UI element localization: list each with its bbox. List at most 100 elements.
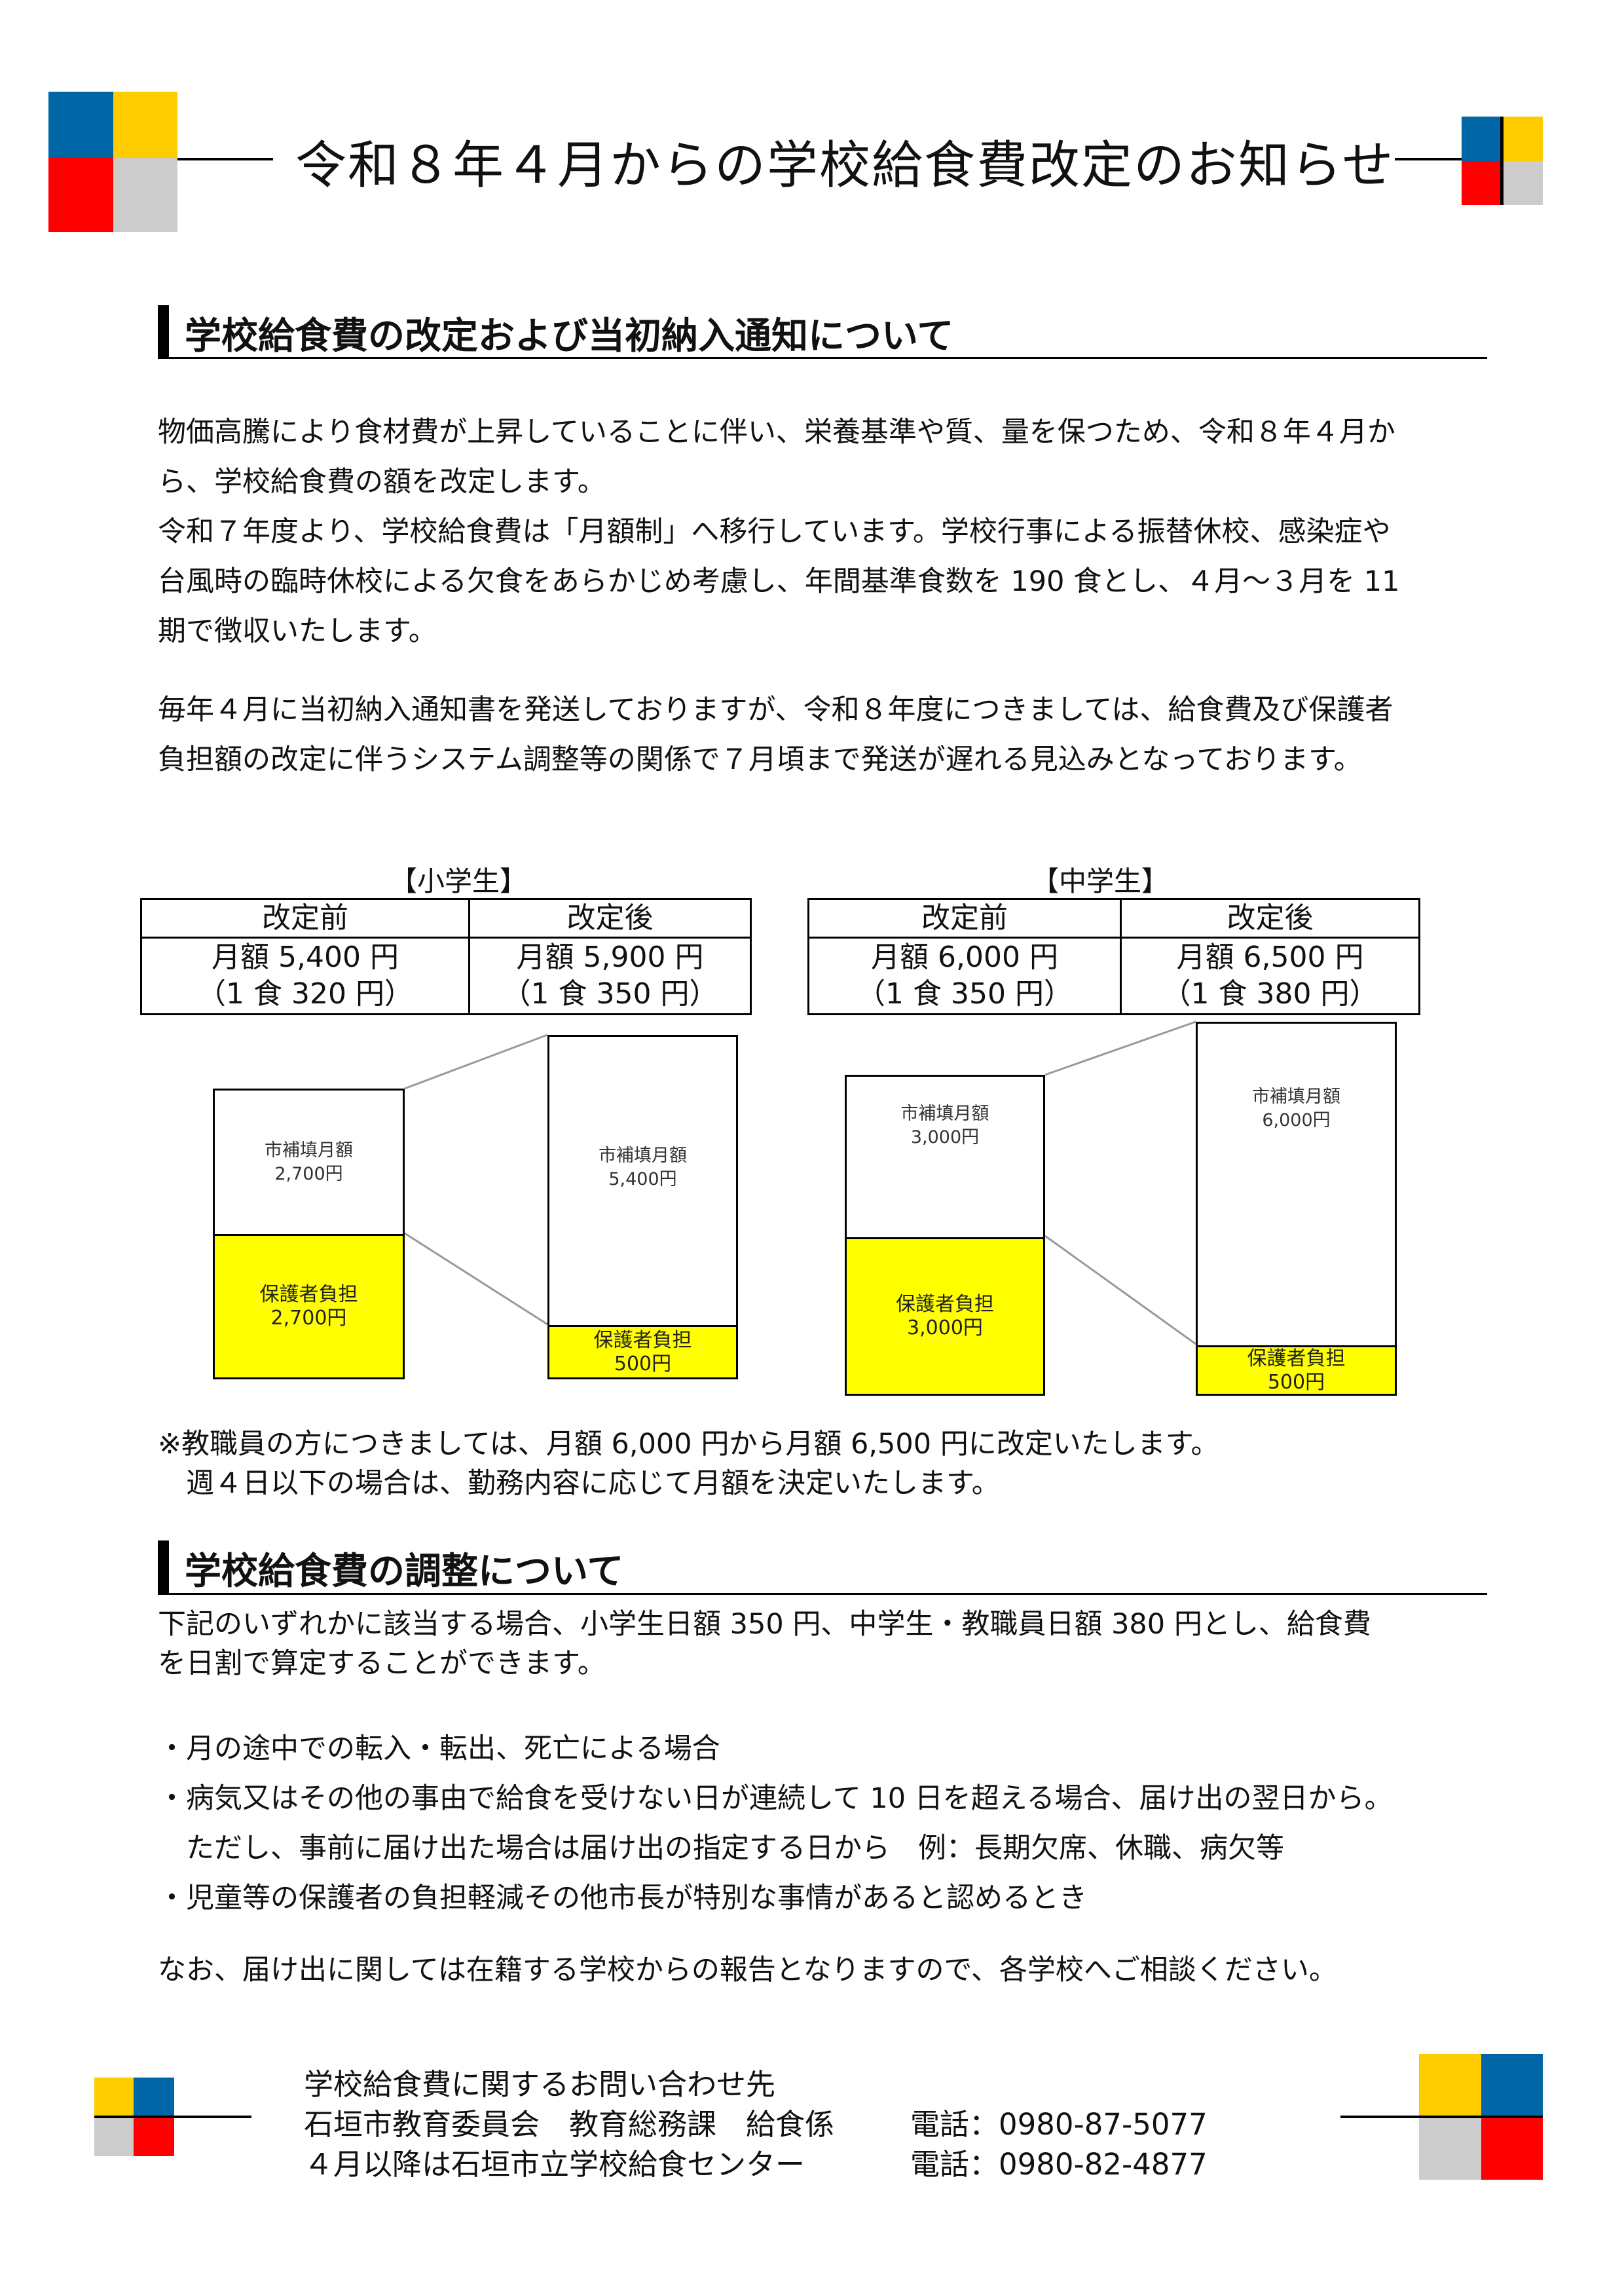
segment-value: 5,400円 [608, 1169, 677, 1189]
paragraph-line: ら、学校給食費の額を改定します。 [158, 466, 606, 498]
section-underline [158, 1593, 1487, 1595]
segment-label: 保護者負担 [593, 1328, 692, 1352]
segment-value: 6,000円 [1262, 1110, 1331, 1130]
office-name: ４月以降は石垣市立学校給食センター [304, 2147, 805, 2182]
segment-label: 保護者負担 [259, 1283, 358, 1306]
middle-fee-table: 改定前改定後 月額 6,000 円（1 食 350 円） 月額 6,500 円（… [807, 898, 1420, 1015]
segment-label: 保護者負担 [896, 1293, 994, 1316]
divider [1500, 117, 1504, 205]
segment-label: 保護者負担 [1247, 1347, 1346, 1370]
adjustment-conditions-list: ・月の途中での転入・転出、死亡による場合 ・病気又はその他の事由で給食を受けない… [158, 1724, 1494, 1923]
list-item: ・児童等の保護者の負担軽減その他市長が特別な事情があると認めるとき [158, 1882, 1087, 1914]
segment-label: 市補填月額 [265, 1140, 353, 1161]
blue-square [1462, 117, 1502, 161]
section-marker [158, 305, 169, 358]
monthly-fee: 月額 6,500 円 [1176, 941, 1364, 974]
section-marker [158, 1540, 169, 1593]
before-fee-cell: 月額 6,000 円（1 食 350 円） [807, 937, 1122, 1015]
paragraph-line: 令和７年度より、学校給食費は「月額制」へ移行しています。学校行事による振替休校、… [158, 515, 1391, 548]
bar-connectors [404, 1020, 1196, 1345]
header-before: 改定前 [807, 898, 1122, 939]
red-square [1462, 161, 1502, 205]
paragraph-line: 期で徴収いたします。 [158, 615, 437, 648]
segment-value: 3,000円 [907, 1316, 983, 1339]
paragraph-line: を日割で算定することができます。 [158, 1647, 606, 1680]
list-item: ・病気又はその他の事由で給食を受けない日が連続して 10 日を超える場合、届け出… [158, 1782, 1393, 1815]
yellow-square [1502, 117, 1543, 161]
segment-value: 2,700円 [270, 1307, 347, 1330]
elementary-fee-table: 改定前改定後 月額 5,400 円（1 食 320 円） 月額 5,900 円（… [140, 898, 752, 1015]
per-meal-fee: （1 食 350 円） [857, 977, 1073, 1011]
gray-square [94, 2117, 134, 2156]
segment-label: 市補填月額 [599, 1146, 687, 1166]
paragraph-line: 下記のいずれかに該当する場合、小学生日額 350 円、中学生・教職員日額 380… [158, 1608, 1371, 1641]
yellow-square [94, 2078, 134, 2117]
gray-square [1419, 2117, 1481, 2180]
paragraph-line: なお、届け出に関しては在籍する学校からの報告となりますので、各学校へご相談くださ… [158, 1954, 1337, 1987]
elementary-label: 【小学生】 [389, 865, 528, 897]
monthly-fee: 月額 5,900 円 [516, 941, 704, 974]
segment-value: 500円 [614, 1352, 672, 1375]
phone-number: 電話：0980-82-4877 [910, 2147, 1208, 2182]
after-fee-cell: 月額 5,900 円（1 食 350 円） [468, 937, 752, 1015]
blue-square [134, 2078, 174, 2117]
closing-paragraph: なお、届け出に関しては在籍する学校からの報告となりますので、各学校へご相談くださ… [158, 1945, 1494, 1995]
subsidy-segment: 市補填月額 5,400円 [549, 1037, 736, 1299]
list-item: ・月の途中での転入・転出、死亡による場合 [158, 1732, 720, 1765]
contact-info: 学校給食費に関するお問い合わせ先 石垣市教育委員会 教育総務課 給食係 ４月以降… [304, 2064, 834, 2184]
notice-paragraph: 毎年４月に当初納入通知書を発送しておりますが、令和８年度につきましては、給食費及… [158, 685, 1494, 785]
segment-label: 市補填月額 [900, 1104, 989, 1124]
yellow-square [1419, 2054, 1481, 2117]
connector-line [404, 1034, 548, 1090]
divider [94, 2116, 251, 2118]
divider [177, 158, 273, 160]
adjustment-intro: 下記のいずれかに該当する場合、小学生日額 350 円、中学生・教職員日額 380… [158, 1605, 1371, 1683]
paragraph-line: 物価高騰により食材費が上昇していることに伴い、栄養基準や質、量を保つため、令和８… [158, 416, 1395, 449]
after-fee-cell: 月額 6,500 円（1 食 380 円） [1120, 937, 1420, 1015]
section-underline [158, 357, 1487, 359]
connector-line [404, 1232, 548, 1326]
per-meal-fee: （1 食 320 円） [197, 977, 413, 1011]
office-name: 石垣市教育委員会 教育総務課 給食係 [304, 2107, 835, 2142]
segment-value: 3,000円 [910, 1127, 980, 1148]
red-square [48, 158, 113, 232]
monthly-fee: 月額 6,000 円 [871, 941, 1058, 974]
revision-paragraph: 物価高騰により食材費が上昇していることに伴い、栄養基準や質、量を保つため、令和８… [158, 407, 1494, 656]
header-after: 改定後 [468, 898, 752, 939]
per-meal-fee: （1 食 380 円） [1162, 977, 1378, 1011]
section-heading-revision: 学校給食費の改定および当初納入通知について [185, 315, 954, 358]
paragraph-line: 台風時の臨時休校による欠食をあらかじめ考慮し、年間基準食数を 190 食とし、４… [158, 565, 1400, 598]
connector-line [1044, 1235, 1196, 1345]
paragraph-line: 負担額の改定に伴うシステム調整等の関係で７月頃まで発送が遅れる見込みとなっており… [158, 743, 1362, 776]
gray-square [1502, 161, 1543, 205]
phone-number: 電話：0980-87-5077 [910, 2107, 1208, 2142]
gray-square [113, 158, 177, 232]
page-title: 令和８年４月からの学校給食費改定のお知らせ [295, 136, 1395, 195]
contact-heading: 学校給食費に関するお問い合わせ先 [304, 2067, 776, 2102]
header-after: 改定後 [1120, 898, 1420, 939]
before-fee-cell: 月額 5,400 円（1 食 320 円） [140, 937, 470, 1015]
subsidy-segment: 市補填月額 6,000円 [1198, 1024, 1395, 1194]
divider [1419, 2116, 1543, 2118]
staff-note: ※教職員の方につきましては、月額 6,000 円から月額 6,500 円に改定い… [158, 1425, 1219, 1503]
per-meal-fee: （1 食 350 円） [502, 977, 718, 1011]
paragraph-line: 毎年４月に当初納入通知書を発送しておりますが、令和８年度につきましては、給食費及… [158, 694, 1393, 726]
segment-value: 2,700円 [274, 1163, 343, 1184]
segment-label: 市補填月額 [1252, 1087, 1340, 1107]
note-line: 週４日以下の場合は、勤務内容に応じて月額を決定いたします。 [158, 1467, 1000, 1500]
middle-school-label: 【中学生】 [1031, 865, 1170, 897]
header-before: 改定前 [140, 898, 470, 939]
subsidy-segment: 市補填月額 3,000円 [847, 1077, 1043, 1175]
contact-phones: 電話：0980-87-5077 電話：0980-82-4877 [910, 2104, 1208, 2184]
yellow-square [113, 92, 177, 158]
monthly-fee: 月額 5,400 円 [212, 941, 399, 974]
divider [1395, 158, 1462, 160]
